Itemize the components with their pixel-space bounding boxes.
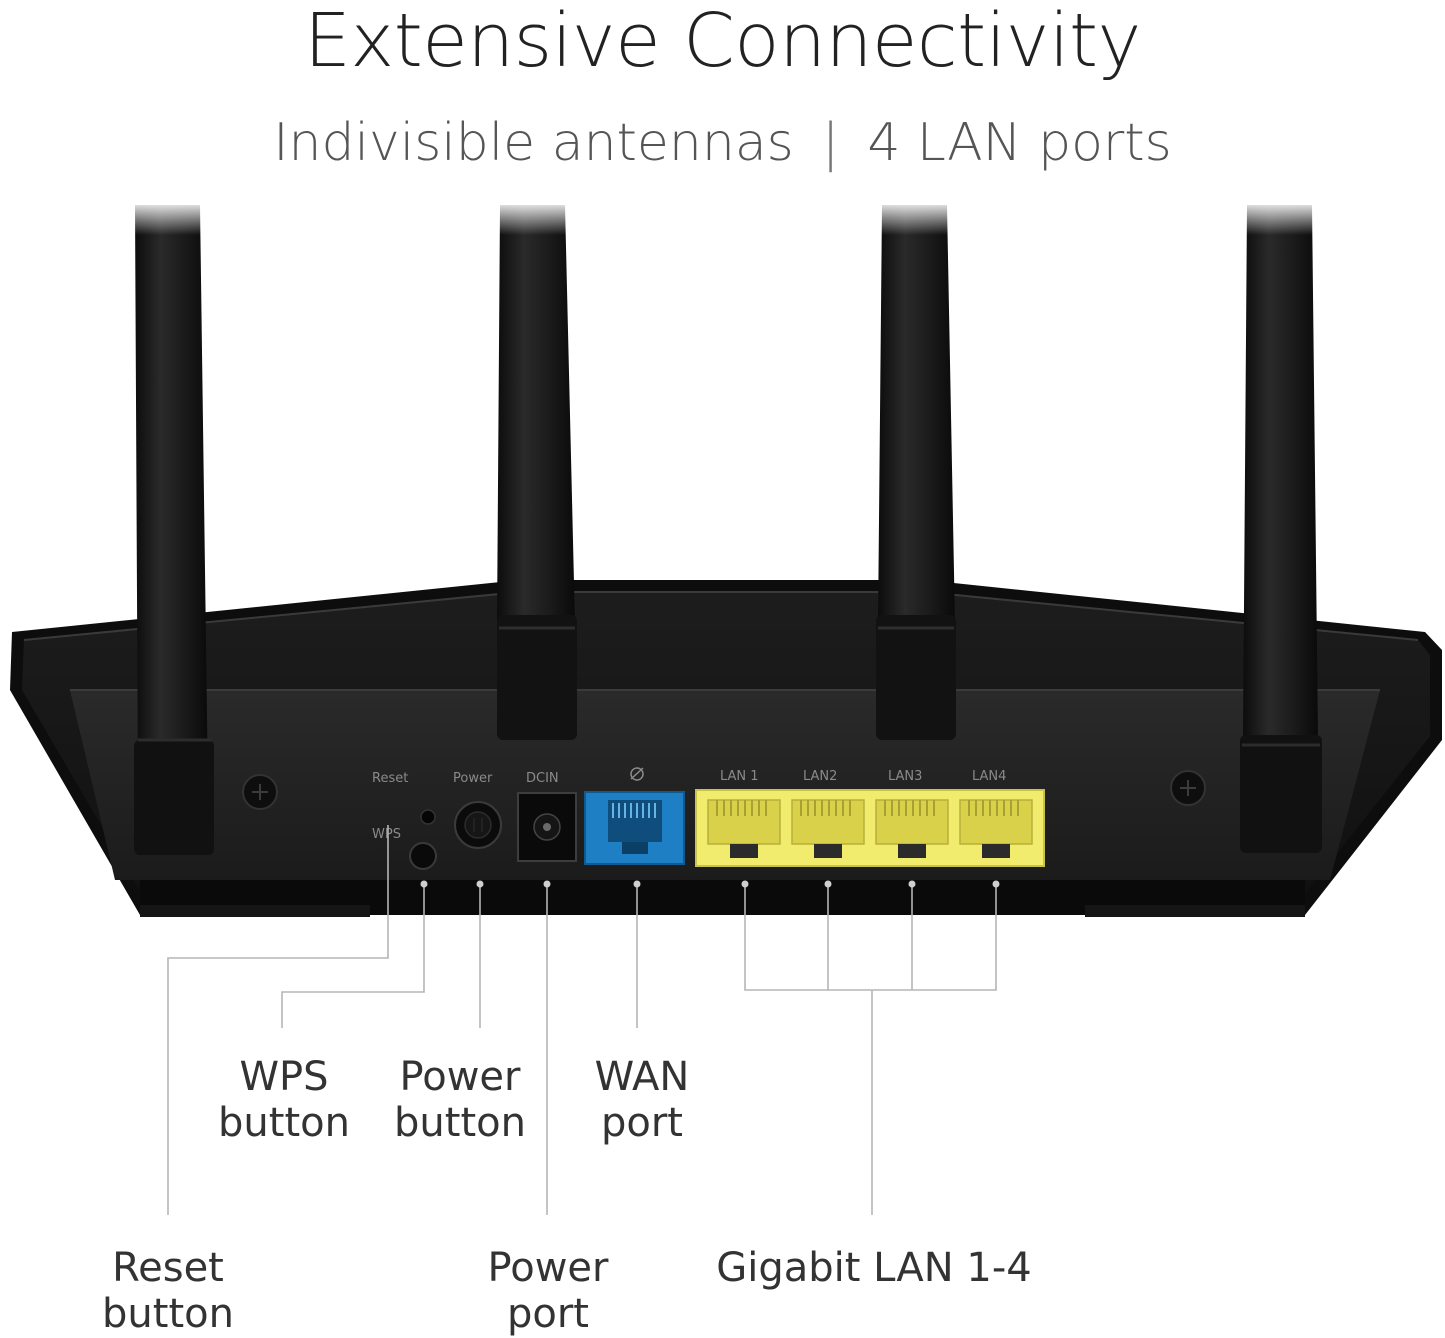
antenna-3 xyxy=(876,205,956,740)
antenna-1 xyxy=(134,205,214,855)
callout-power-button: Power button xyxy=(378,1054,542,1146)
power-button[interactable] xyxy=(454,801,502,849)
reset-button[interactable] xyxy=(420,809,436,825)
callout-reset-button: Reset button xyxy=(86,1245,250,1337)
router-body xyxy=(10,580,1442,917)
panel-label-reset: Reset xyxy=(372,771,408,786)
panel-label-lan2: LAN2 xyxy=(803,769,837,784)
callout-wps-button: WPS button xyxy=(202,1054,366,1146)
lan-port-4[interactable] xyxy=(959,799,1033,858)
leader-wps xyxy=(281,885,425,1028)
page-title: Extensive Connectivity xyxy=(304,0,1141,84)
panel-label-lan3: LAN3 xyxy=(888,769,922,784)
screw-left xyxy=(242,774,278,810)
callout-reset-line-2: button xyxy=(102,1291,234,1337)
antenna-4 xyxy=(1240,205,1322,853)
power-port[interactable] xyxy=(517,792,577,862)
callout-wan-line-2: port xyxy=(601,1100,683,1146)
callout-power-button-line-2: button xyxy=(394,1100,526,1146)
panel-label-wps: WPS xyxy=(372,827,401,842)
lan-port-2[interactable] xyxy=(791,799,865,858)
panel-label-dcin: DCIN xyxy=(526,771,559,786)
wan-port[interactable] xyxy=(584,791,685,865)
panel-label-lan1: LAN 1 xyxy=(720,769,759,784)
screw-right xyxy=(1170,770,1206,806)
wps-button[interactable] xyxy=(409,842,437,870)
callout-wps-line-2: button xyxy=(218,1100,350,1146)
feature-lan-ports: 4 LAN ports xyxy=(867,113,1172,173)
globe-icon xyxy=(630,767,644,781)
callout-wan-line-1: WAN xyxy=(594,1054,690,1100)
subtitle-separator: | xyxy=(821,113,840,173)
callout-reset-line-1: Reset xyxy=(112,1245,224,1291)
callout-power-port-line-2: port xyxy=(507,1291,589,1337)
callout-leader-lines xyxy=(167,825,997,1215)
panel-label-lan4: LAN4 xyxy=(972,769,1006,784)
callout-power-port-line-1: Power xyxy=(487,1245,609,1291)
antenna-2 xyxy=(497,205,577,740)
callout-power-button-line-1: Power xyxy=(399,1054,521,1100)
leader-dots xyxy=(420,880,1000,888)
page-subtitle: Indivisible antennas | 4 LAN ports xyxy=(0,108,1445,178)
lan-port-3[interactable] xyxy=(875,799,949,858)
lan-port-1[interactable] xyxy=(707,799,781,858)
callout-gigabit-lan: Gigabit LAN 1-4 xyxy=(712,1245,1036,1291)
leader-reset xyxy=(167,825,389,1215)
panel-label-power: Power xyxy=(453,771,493,786)
leader-lan xyxy=(744,885,997,1215)
feature-antennas: Indivisible antennas xyxy=(273,113,794,173)
callout-lan-line-1: Gigabit LAN 1-4 xyxy=(716,1245,1032,1291)
callout-wps-line-1: WPS xyxy=(239,1054,329,1100)
callout-power-port: Power port xyxy=(466,1245,630,1337)
callout-wan-port: WAN port xyxy=(560,1054,724,1146)
